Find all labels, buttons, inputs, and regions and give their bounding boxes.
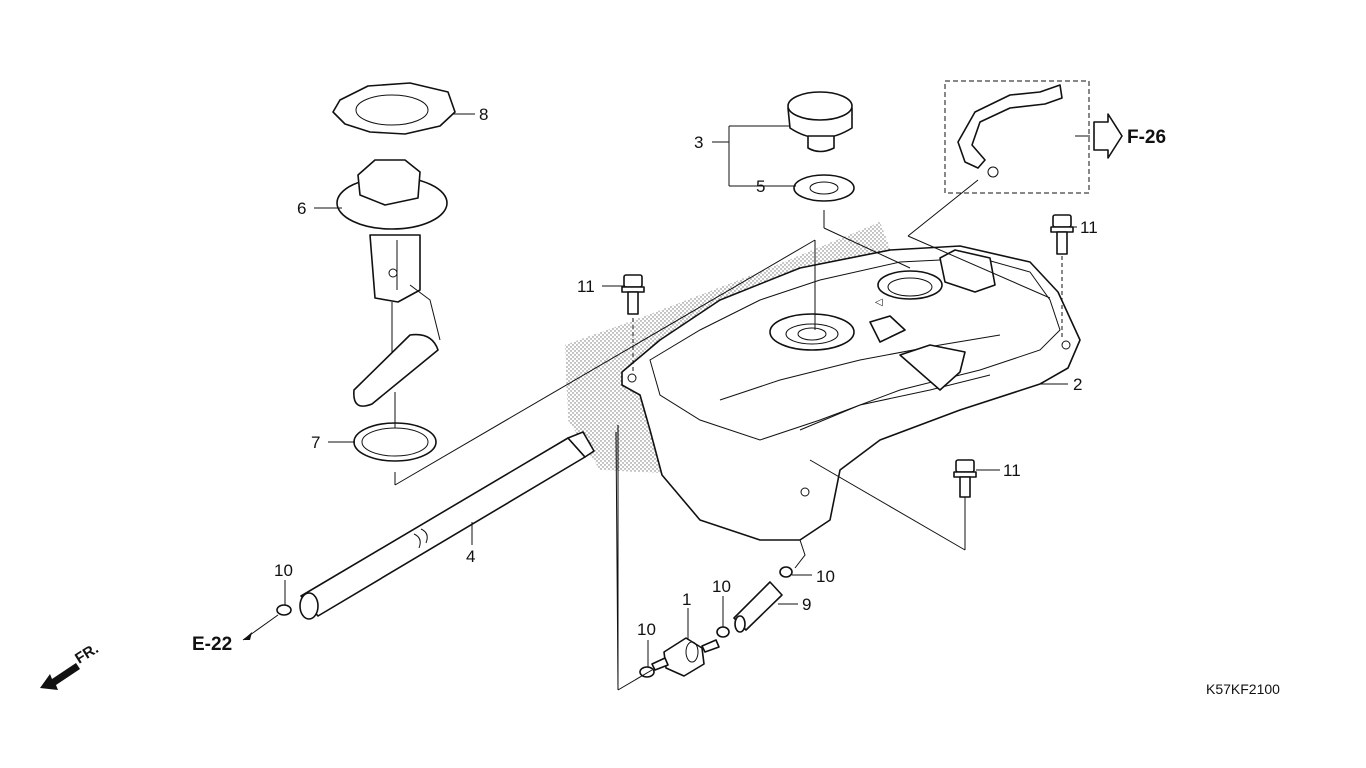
callout-7: 7	[311, 433, 320, 452]
fuel-cap	[787, 91, 853, 153]
callout-numbers: 1 2 3 4 5 6 7 8 9 10 10 10 10 11 11 11	[274, 105, 1098, 639]
fuel-feed-hose	[299, 431, 595, 620]
hose-clip	[779, 566, 793, 578]
callout-11-c: 11	[1003, 461, 1021, 480]
callout-10-d: 10	[816, 567, 835, 586]
callout-6: 6	[297, 199, 306, 218]
diagram-code: K57KF2100	[1206, 681, 1280, 697]
flange-bolt	[621, 274, 645, 315]
hose-clip	[716, 626, 730, 638]
fuel-filter	[651, 637, 720, 677]
ref-f26-label: F-26	[1127, 127, 1166, 148]
callout-8: 8	[479, 105, 488, 124]
ref-e22-label: E-22	[192, 634, 232, 655]
callout-11-a: 11	[577, 277, 595, 296]
callout-2: 2	[1073, 375, 1082, 394]
retainer-plate	[332, 82, 456, 135]
f26-detail-box	[944, 80, 1123, 194]
svg-text:◁: ◁	[875, 297, 883, 308]
front-direction-indicator: FR.	[40, 640, 102, 690]
drain-tube	[733, 581, 783, 633]
pump-seal-ring	[353, 422, 437, 462]
flange-bolt	[1050, 214, 1074, 255]
callout-leaders	[242, 113, 1090, 667]
hose-clip	[276, 604, 292, 616]
callout-9: 9	[802, 595, 811, 614]
e22-arrow-icon	[243, 632, 252, 640]
front-direction-label: FR.	[72, 640, 102, 667]
callout-3: 3	[694, 133, 703, 152]
flange-bolt	[953, 459, 977, 498]
assembly-lines	[391, 179, 1063, 691]
callout-10-c: 10	[712, 577, 731, 596]
callout-11-b: 11	[1080, 218, 1098, 237]
front-arrow-icon	[40, 663, 80, 690]
callout-4: 4	[466, 547, 475, 566]
callout-10-b: 10	[637, 620, 656, 639]
callout-5: 5	[756, 177, 765, 196]
callout-1: 1	[682, 590, 691, 609]
cap-gasket	[793, 174, 855, 202]
fuel-tank: ◁	[565, 222, 1081, 569]
fuel-pump-unit	[336, 159, 448, 407]
callout-10-a: 10	[274, 561, 293, 580]
